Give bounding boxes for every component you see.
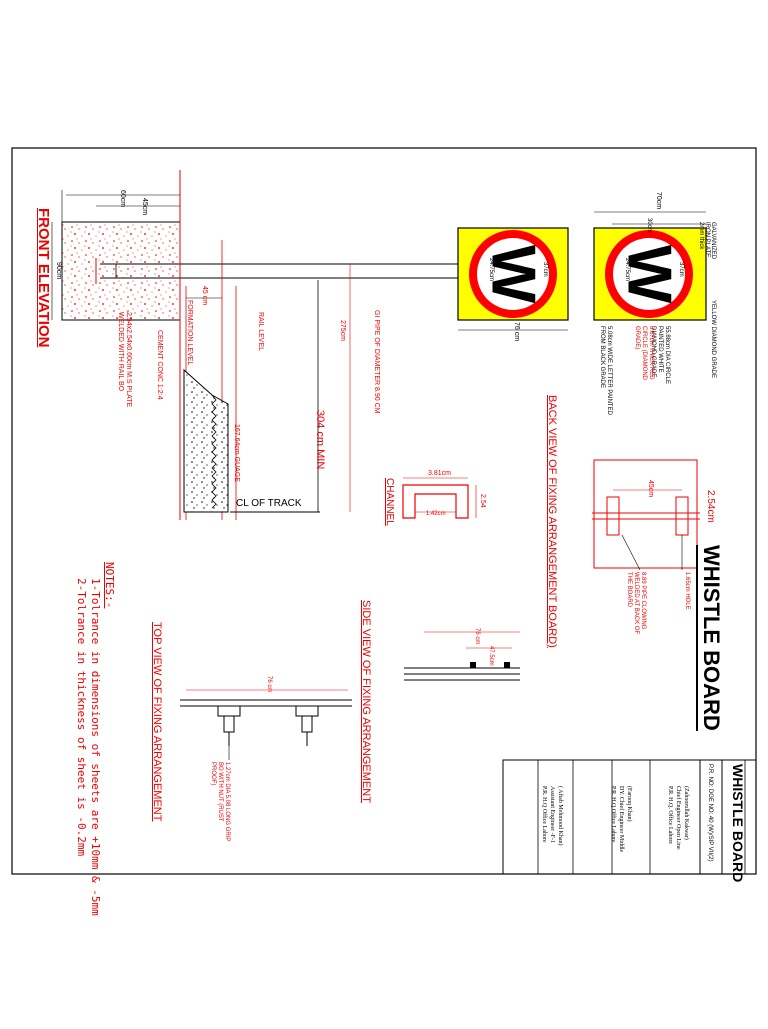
channel-inner: 1.42cm bbox=[426, 511, 446, 517]
note-1: 1-Tolrance in dimensions of sheets are +… bbox=[89, 578, 102, 916]
back-holes: 1.65cm HOLE bbox=[684, 572, 690, 610]
bolt-label: 1.27cm DIA 5.08 LONG GRIP BO WITH NUT (R… bbox=[210, 762, 230, 842]
cl-track-label: CL OF TRACK bbox=[236, 498, 302, 509]
dim-90: 90cm bbox=[55, 262, 62, 280]
dim-letter-h: 37cm bbox=[678, 262, 684, 277]
label-ring: 8.67cm THICK RED CIRCLE (DIAMOND GRADE) bbox=[634, 326, 654, 381]
whistle-board-front: W bbox=[457, 227, 569, 321]
dim-45b: 45 cm bbox=[201, 286, 208, 306]
channel-title: CHANNEL bbox=[384, 478, 395, 526]
label-galvanized: GALVANIZED IRON PLATE 2mm thick bbox=[698, 222, 716, 260]
dim-board-width: 76 cm bbox=[513, 322, 520, 342]
signatory-1: (Zahoorullah Kakwar)Chief Engineer Open … bbox=[667, 786, 689, 850]
side-dim-76: 76 cm bbox=[474, 628, 480, 645]
notes-heading: NOTES:- bbox=[103, 562, 116, 609]
channel-height: 2.54 bbox=[479, 494, 486, 508]
dim-letter-h-front: 37cm bbox=[542, 262, 548, 277]
side-view-detail bbox=[404, 631, 520, 681]
main-title: WHISTLE BOARD bbox=[696, 545, 724, 731]
plate-label: 2.54x2.54x0.60cm M.S PLATE WELDED WITH R… bbox=[117, 312, 132, 408]
cement-label: CEMENT CONC 1:2:4 bbox=[156, 330, 163, 400]
top-view-title: TOP VIEW OF FIXING ARRANGEMENT bbox=[151, 622, 163, 822]
whistle-board-back: W bbox=[458, 211, 707, 331]
dim-h30: 30cm bbox=[646, 218, 652, 233]
dim-60: 60cm bbox=[119, 190, 126, 208]
sheet-border bbox=[11, 147, 757, 875]
block-title: WHISTLE BOARD bbox=[730, 764, 746, 883]
label-letter: 5.08cm WIDE LETTER PAINTED FROM BLACK GR… bbox=[599, 326, 612, 415]
board-letter-front: W bbox=[479, 245, 548, 304]
dim-h70: 70cm bbox=[655, 192, 662, 210]
back-view-title: BACK VIEW OF FIXING ARRANGEMENT BOARD) bbox=[546, 395, 558, 648]
top-dim-76: 76 cm bbox=[266, 676, 272, 693]
board-letter-back: W bbox=[615, 245, 684, 304]
dim-letter-w: 24.75cm bbox=[624, 258, 630, 282]
dim-letter-w-front: 24.75cm bbox=[488, 258, 494, 282]
rail-level: RAIL LEVEL bbox=[257, 312, 264, 352]
gi-pipe-label: GI PIPE OF DIAMETER 8.90 CM bbox=[373, 310, 380, 414]
title-block bbox=[502, 759, 757, 875]
concrete-foundation bbox=[61, 221, 181, 321]
channel-width: 3.81cm bbox=[428, 470, 451, 477]
top-view-detail bbox=[180, 689, 352, 760]
front-elevation bbox=[51, 170, 458, 520]
note-2: 2-Tolrance in thickness of sheet is -0.2… bbox=[75, 578, 88, 857]
gauge-label: 167.64cm GUAGE bbox=[233, 424, 240, 482]
channel-detail bbox=[402, 477, 477, 519]
label-yellow: YELLOW DIAMOND GRADE bbox=[710, 300, 716, 379]
dim-45: 45cm bbox=[141, 198, 148, 216]
dim-275: 275cm bbox=[339, 320, 346, 342]
back-view-detail bbox=[592, 459, 700, 571]
formation-level: FORMATION LEVEL bbox=[186, 300, 193, 366]
signatory-3: ( Aftab Mehmood Khan)Assistant Engineer … bbox=[541, 786, 563, 846]
drawing-number: P.R. NO: DGE NO: 40 (W)/SIP VII(2) bbox=[707, 764, 713, 862]
back-welded: 8.89 PIPE CLOWING WELDED AT BACK OF THE … bbox=[626, 572, 646, 635]
side-dim-45: 47.5cm bbox=[488, 646, 494, 666]
dim-304: 304 cm MIN bbox=[314, 410, 326, 470]
front-elevation-title: FRONT ELEVATION bbox=[35, 208, 52, 348]
back-dim-45: 45cm bbox=[647, 480, 654, 498]
side-view-title: SIDE VIEW OF FIXING ARRANGEMENT bbox=[360, 600, 372, 803]
back-dim-254: 2.54cm bbox=[705, 490, 716, 523]
